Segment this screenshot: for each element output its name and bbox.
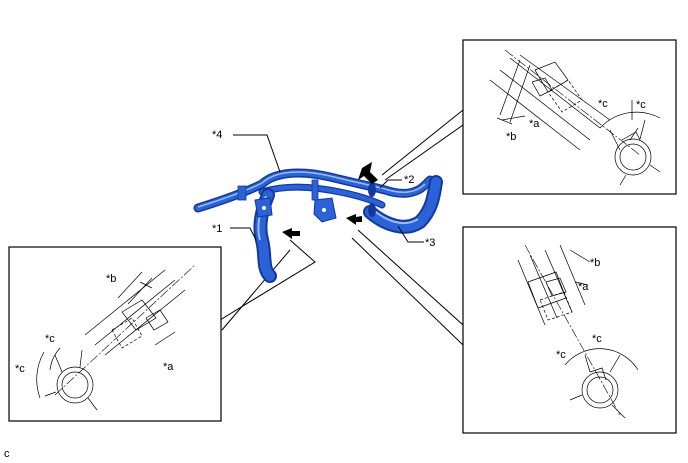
direction-arrows xyxy=(282,162,378,239)
label-c-2: *c xyxy=(15,363,25,375)
callout-1: *1 xyxy=(212,223,222,235)
label-a: *a xyxy=(163,361,174,373)
hose-assembly xyxy=(193,168,443,283)
detail-bottom-right: *b *a *c *c xyxy=(462,226,677,434)
label-c-1: *c xyxy=(45,333,55,345)
label-a: *a xyxy=(578,281,589,293)
callout-3: *3 xyxy=(425,237,435,249)
detail-top-right: *a *b *c *c xyxy=(462,39,677,195)
label-c-2: *c xyxy=(592,333,602,345)
arrow-upper-right xyxy=(358,162,378,184)
label-c-2: *c xyxy=(636,99,646,111)
label-a: *a xyxy=(529,118,540,130)
label-b: *b xyxy=(506,131,516,143)
arrow-right xyxy=(346,214,362,225)
label-c-1: *c xyxy=(556,349,566,361)
callout-leaders xyxy=(230,134,424,243)
callout-4: *4 xyxy=(212,129,222,141)
detail-bottom-left: *b *a *c *c xyxy=(8,246,222,422)
figure-code: c xyxy=(4,448,10,460)
arrow-left xyxy=(282,228,300,239)
label-c-1: *c xyxy=(598,98,608,110)
label-b: *b xyxy=(106,273,116,285)
callout-2: *2 xyxy=(404,174,414,186)
label-b: *b xyxy=(590,257,600,269)
